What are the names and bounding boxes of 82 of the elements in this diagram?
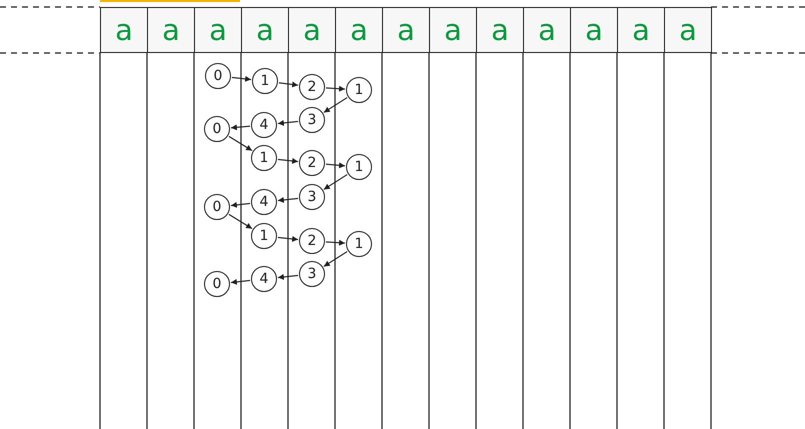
state-number: 4	[260, 118, 268, 132]
state-number: 1	[260, 229, 268, 243]
state-circle	[204, 116, 230, 142]
arrow	[278, 274, 298, 280]
state-circle	[251, 223, 277, 249]
state-number: 3	[308, 190, 316, 204]
state-circle	[204, 271, 230, 297]
arrow	[326, 240, 346, 246]
arrow	[230, 124, 250, 130]
state-circle	[299, 107, 325, 133]
tape-symbol: a	[538, 16, 556, 44]
state-number: 4	[260, 272, 268, 286]
arrow	[278, 196, 298, 203]
state-circle	[346, 231, 372, 257]
state-circle	[252, 68, 278, 94]
state-circle	[346, 77, 372, 103]
tape-symbol: a	[585, 16, 603, 44]
tape-symbol: a	[303, 16, 321, 44]
tape-symbol: a	[115, 16, 133, 44]
state-circle	[251, 266, 277, 292]
arrow	[232, 76, 252, 82]
state-number: 2	[308, 234, 316, 248]
tape-symbol: a	[679, 16, 697, 44]
state-circle	[204, 194, 230, 220]
arrow	[278, 236, 298, 242]
arrow	[278, 158, 298, 164]
arrow	[230, 278, 250, 285]
state-number: 0	[212, 122, 222, 136]
state-number: 1	[260, 74, 270, 88]
state-circle	[299, 228, 325, 254]
arrow	[278, 120, 298, 126]
tape-symbol: a	[632, 16, 650, 44]
tape-cell	[241, 7, 289, 53]
state-number: 0	[212, 277, 222, 291]
state-circle	[251, 145, 277, 171]
state-number: 0	[212, 200, 222, 214]
state-number: 1	[260, 151, 268, 165]
arrow	[228, 214, 252, 230]
state-number: 3	[308, 267, 316, 281]
state-number: 1	[354, 237, 364, 251]
state-circle	[251, 189, 277, 215]
state-number: 1	[354, 83, 364, 97]
state-number: 2	[308, 80, 316, 94]
tape-cell	[147, 7, 195, 53]
tape-symbol: a	[444, 16, 462, 44]
tape-symbol: a	[162, 16, 180, 44]
arrow	[326, 162, 346, 168]
state-circle	[299, 261, 325, 287]
arrow	[324, 174, 348, 190]
state-circle	[299, 74, 325, 100]
arrow	[324, 97, 348, 113]
tape-cell	[617, 7, 665, 53]
arrow	[324, 251, 348, 267]
tape-cell	[523, 7, 571, 53]
tape-cell	[382, 7, 430, 53]
tape-cell	[194, 7, 242, 53]
state-circle	[251, 112, 277, 138]
tape-cell	[476, 7, 524, 53]
state-circle	[205, 63, 231, 89]
state-number: 1	[354, 160, 364, 174]
tape-symbol: a	[209, 16, 227, 44]
tape-cell	[664, 7, 712, 53]
state-number: 3	[308, 113, 316, 127]
tape-symbol: a	[491, 16, 509, 44]
tape-symbol: a	[350, 16, 368, 44]
arrow	[278, 82, 298, 88]
tape-cell	[570, 7, 618, 53]
state-circle	[299, 150, 325, 176]
tape-symbol: a	[397, 16, 415, 44]
arrow	[326, 86, 346, 92]
tape-symbol: a	[256, 16, 274, 44]
arrow	[230, 202, 250, 208]
state-number: 2	[308, 156, 316, 170]
arrow	[228, 136, 252, 152]
tape-cell	[100, 7, 148, 53]
tape-cell	[429, 7, 477, 53]
state-number: 4	[260, 195, 268, 209]
tape-cell	[288, 7, 336, 53]
tape-cell	[335, 7, 383, 53]
state-circle	[346, 154, 372, 180]
state-circle	[299, 184, 325, 210]
state-number: 0	[214, 69, 222, 83]
